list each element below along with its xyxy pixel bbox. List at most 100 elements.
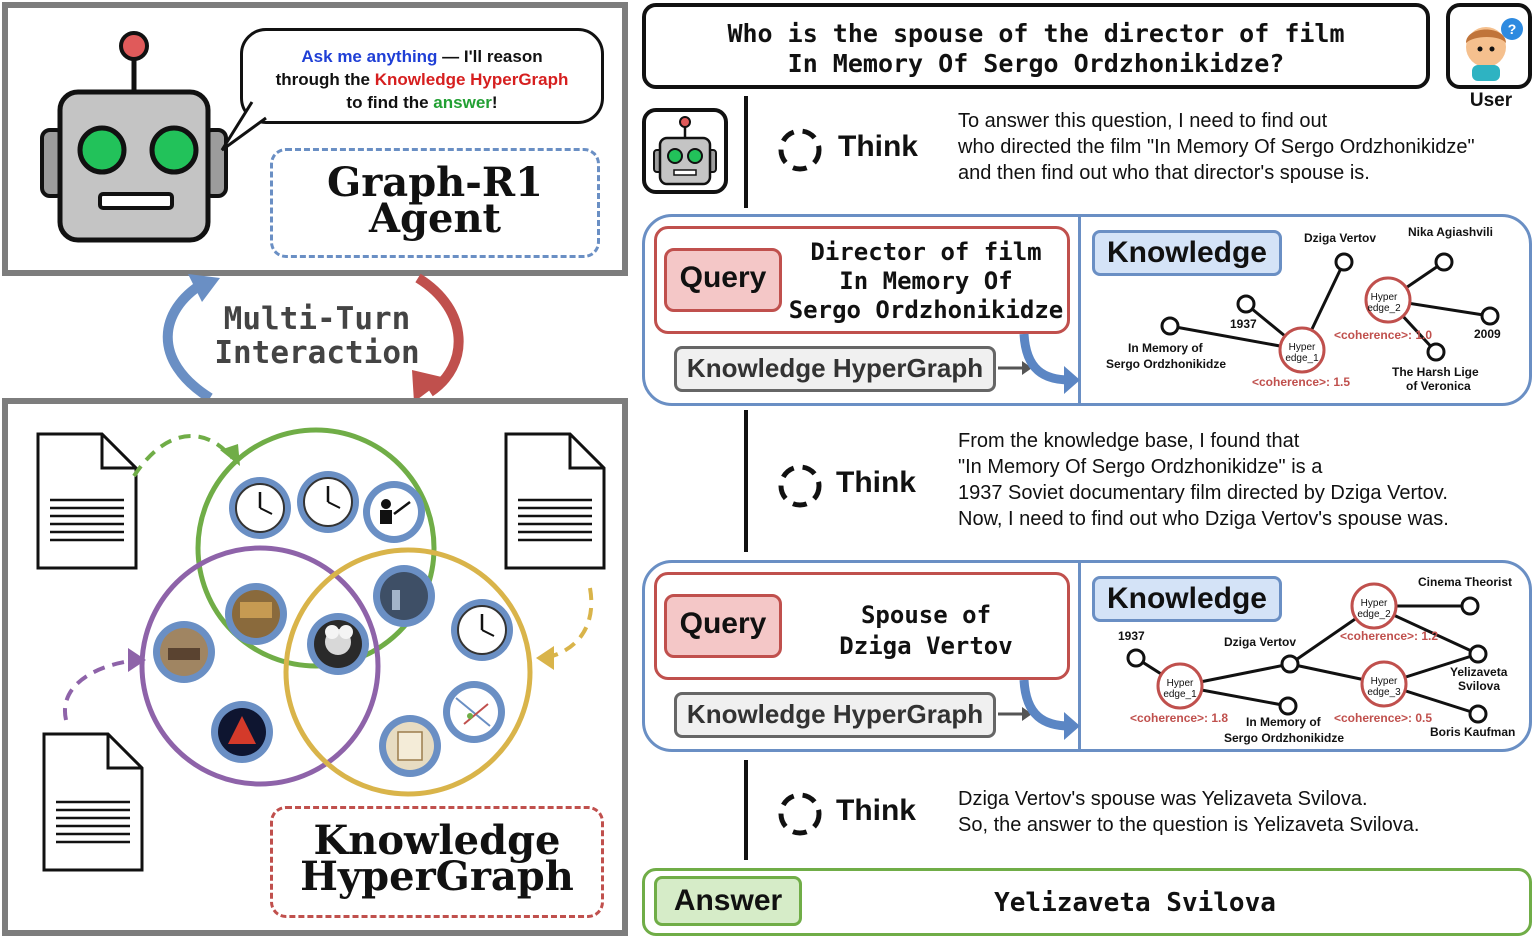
answer-box (642, 868, 1532, 936)
interaction-label: Multi-Turn Interaction (212, 302, 422, 370)
bubble-highlight-answer: answer (433, 93, 492, 112)
thinking-spinner-icon (778, 464, 822, 508)
bubble-text: through the (275, 70, 375, 89)
hyperedge-label: Hyper (1371, 292, 1398, 303)
hyperedge-label: edge_2 (1357, 609, 1391, 620)
robot-icon (653, 116, 717, 186)
svg-text:?: ? (1508, 21, 1517, 37)
hypergraph-subtitle: HyperGraph (300, 853, 574, 900)
query-line: Sergo Ordzhonikidze (788, 296, 1064, 324)
retrieval-divider (1078, 562, 1081, 750)
photo-icon (225, 583, 287, 645)
document-photo-icon (379, 715, 441, 777)
bubble-text: to find the (346, 93, 434, 112)
think-text: To answer this question, I need to find … (958, 108, 1518, 186)
think-line: Now, I need to find out who Dziga Vertov… (958, 508, 1449, 530)
knowledge-label: Knowledge (1092, 576, 1282, 622)
retrieval-block-1 (642, 214, 1532, 406)
document-icon (36, 432, 138, 570)
node-label: 1937 (1230, 317, 1257, 331)
knowledge-graph-1: Dziga Vertov Nika Agiashvili 1937 2009 I… (1106, 225, 1501, 393)
node-label: In Memory of (1246, 715, 1322, 729)
node-label: 1937 (1118, 629, 1145, 643)
query-label: Query (664, 248, 782, 312)
think-line: and then find out who that director's sp… (958, 162, 1370, 184)
hyperedge-label: Hyper (1167, 678, 1194, 689)
think-label: Think (836, 466, 916, 499)
node-label: Sergo Ordzhonikidze (1106, 357, 1226, 371)
bubble-highlight-ask: Ask me anything (301, 47, 438, 66)
photo-icon (211, 701, 273, 763)
hyperedge-label: edge_3 (1367, 687, 1401, 698)
interaction-line1: Multi-Turn (223, 301, 411, 337)
question-box: Who is the spouse of the director of fil… (642, 3, 1430, 89)
node-label: Cinema Theorist (1418, 575, 1512, 589)
think-text: From the knowledge base, I found that "I… (958, 428, 1518, 532)
node-label: 2009 (1474, 327, 1501, 341)
bubble-text: — I'll reason (437, 47, 543, 66)
think-line: Dziga Vertov's spouse was Yelizaveta Svi… (958, 788, 1368, 810)
hypergraph-panel: Knowledge HyperGraph (2, 398, 628, 936)
coherence-score: <coherence>: 0.5 (1334, 711, 1432, 725)
clock-icon (451, 599, 513, 661)
clock-icon (297, 471, 359, 533)
interaction-line2: Interaction (214, 335, 420, 371)
hypergraph-title: Knowledge (313, 817, 561, 864)
agent-title: Graph-R1 (327, 159, 543, 206)
timeline-bar (744, 96, 748, 208)
photo-icon (373, 565, 435, 627)
question-line2: In Memory Of Sergo Ordzhonikidze? (787, 49, 1285, 78)
timeline-bar (744, 410, 748, 552)
think-line: To answer this question, I need to find … (958, 110, 1328, 132)
hyperedge-label: edge_2 (1367, 303, 1401, 314)
think-text: Dziga Vertov's spouse was Yelizaveta Svi… (958, 786, 1518, 838)
query-line: Dziga Vertov (839, 632, 1013, 660)
think-line: 1937 Soviet documentary film directed by… (958, 482, 1448, 504)
user-label: User (1469, 90, 1513, 111)
knowledge-hypergraph-button[interactable]: Knowledge HyperGraph (674, 692, 996, 738)
query-line: Spouse of (860, 601, 992, 629)
clock-icon (229, 477, 291, 539)
coherence-score: <coherence>: 1.5 (1252, 375, 1350, 389)
document-icon (504, 432, 606, 570)
query-line: In Memory Of (839, 267, 1013, 295)
knowledge-hypergraph-button[interactable]: Knowledge HyperGraph (674, 346, 996, 392)
user-avatar: ? (1446, 3, 1532, 89)
interaction-arrows (162, 273, 464, 403)
hyperedge-label: edge_1 (1285, 353, 1319, 364)
query-line: Director of film (810, 238, 1042, 266)
answer-label: Answer (654, 876, 802, 926)
node-label: Boris Kaufman (1430, 725, 1515, 739)
hypergraph-illustration (36, 427, 606, 872)
agent-title-box: Graph-R1 Agent (270, 148, 600, 258)
retrieve-arrow-icon (998, 333, 1080, 394)
query-text: Spouse of Dziga Vertov (786, 600, 1066, 662)
document-icon (42, 732, 144, 872)
photo-icon (153, 621, 215, 683)
node-label: of Veronica (1406, 379, 1471, 393)
node-label: Sergo Ordzhonikidze (1224, 731, 1344, 745)
think-label: Think (836, 794, 916, 827)
think-label: Think (838, 130, 918, 163)
hyperedge-label: Hyper (1371, 676, 1398, 687)
robot-icon (40, 31, 228, 243)
retrieve-arrow-icon (998, 679, 1080, 740)
robot-avatar (642, 108, 728, 194)
bubble-text: ! (491, 93, 498, 112)
retrieval-block-2 (642, 560, 1532, 752)
einstein-photo-icon (307, 613, 369, 675)
coherence-score: <coherence>: 1.2 (1340, 629, 1438, 643)
thinking-spinner-icon (778, 792, 822, 836)
timeline-bar (744, 760, 748, 860)
node-label: Dziga Vertov (1304, 231, 1376, 245)
diagram-photo-icon (443, 681, 505, 743)
agent-panel: Ask me anything — I'll reason through th… (2, 2, 628, 276)
hyperedge-label: Hyper (1361, 598, 1388, 609)
speech-bubble: Ask me anything — I'll reason through th… (240, 28, 604, 124)
node-label: Yelizaveta (1450, 665, 1508, 679)
node-label: Nika Agiashvili (1408, 225, 1493, 239)
agent-subtitle: Agent (368, 195, 501, 242)
hyperedge-label: edge_1 (1163, 689, 1197, 700)
thinking-spinner-icon (778, 128, 822, 172)
user-icon: ? (1466, 18, 1523, 81)
